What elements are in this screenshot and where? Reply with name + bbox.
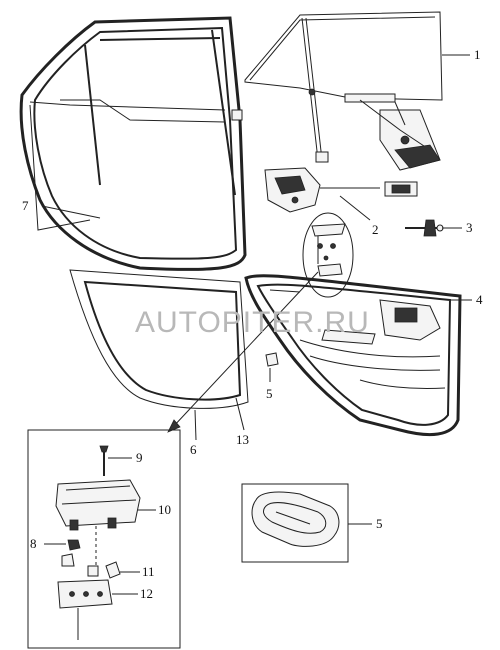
trim-clip-small — [265, 352, 279, 382]
switch-detail-ellipse — [302, 212, 354, 298]
callout-6: 6 — [190, 409, 197, 457]
callout-8: 8 — [30, 536, 66, 551]
callout-4: 4 — [450, 292, 483, 307]
callout-2: 2 — [339, 195, 379, 237]
detail-box-plug — [241, 483, 349, 563]
callout-label-2: 2 — [372, 222, 379, 237]
callout-3: 3 — [442, 220, 473, 235]
watermark-text: AUTOPITER.RU — [135, 306, 370, 339]
door-lock-assembly — [264, 167, 418, 213]
detail-box-frame — [27, 429, 181, 649]
callout-label-11: 11 — [142, 564, 155, 579]
callout-label-5a: 5 — [266, 386, 273, 401]
switch-bezel — [394, 307, 418, 323]
callout-label-8: 8 — [30, 536, 37, 551]
switch-housing-10 — [55, 479, 141, 527]
glass-channel-end — [315, 151, 329, 163]
callout-label-13: 13 — [236, 432, 249, 447]
callout-label-4: 4 — [476, 292, 483, 307]
door-clip-fastener — [405, 219, 444, 237]
callout-label-3: 3 — [466, 220, 473, 235]
callout-label-5b: 5 — [376, 516, 383, 531]
callout-7: 7 — [22, 198, 101, 219]
callout-label-6: 6 — [190, 442, 197, 457]
frame-clip — [231, 109, 243, 121]
clip-11 — [105, 561, 121, 579]
callout-label-12: 12 — [140, 586, 153, 601]
door-frame-seal — [19, 16, 247, 271]
callout-label-7: 7 — [22, 198, 29, 213]
door-trim-panel — [244, 274, 462, 437]
detail-box-switch — [27, 429, 181, 649]
callout-label-10: 10 — [158, 502, 171, 517]
clip-center — [87, 565, 99, 577]
door-inner-panel — [69, 269, 249, 409]
callout-13: 13 — [235, 397, 249, 447]
callout-10: 10 — [138, 502, 171, 517]
callout-5b: 5 — [348, 516, 383, 531]
nut-8 — [67, 539, 81, 551]
door-window-glass — [244, 11, 443, 163]
callout-1: 1 — [442, 47, 481, 62]
plug-box-frame — [241, 483, 349, 563]
callout-label-1: 1 — [474, 47, 481, 62]
callout-5a: 5 — [266, 386, 273, 401]
callout-11: 11 — [120, 564, 155, 579]
callout-12: 12 — [112, 586, 153, 601]
callout-9: 9 — [108, 450, 143, 465]
window-regulator — [344, 93, 441, 171]
callout-label-9: 9 — [136, 450, 143, 465]
